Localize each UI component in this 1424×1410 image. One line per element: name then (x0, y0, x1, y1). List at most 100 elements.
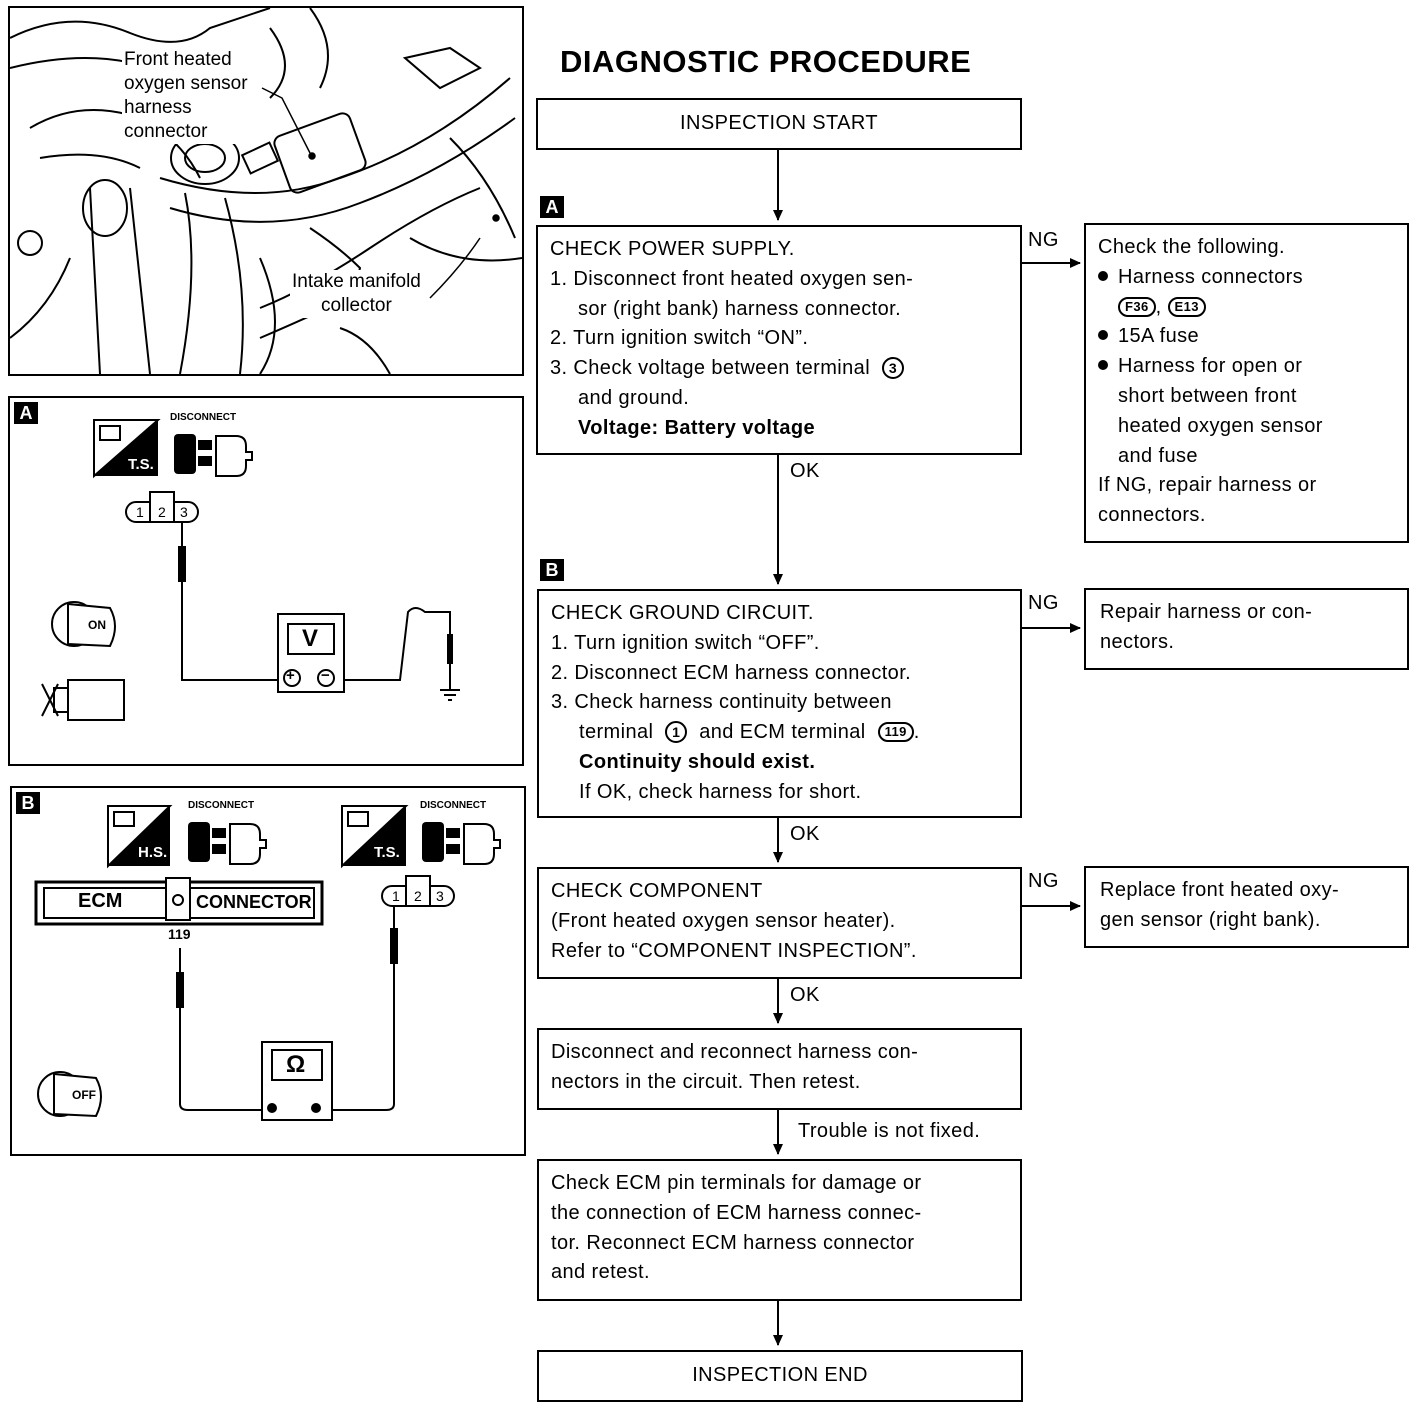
ecm-label: ECM (78, 890, 123, 912)
result-b-box: Repair harness or con- nectors. (1084, 588, 1409, 670)
step-text: and retest. (551, 1261, 650, 1284)
step-title: CHECK POWER SUPPLY. (550, 238, 795, 260)
key-on-label: ON (88, 618, 106, 632)
step-item: terminal 1 and ECM terminal 119. (551, 718, 1020, 748)
step-item: 2. Turn ignition switch “ON”. (550, 327, 809, 350)
result-item: 15A fuse (1098, 322, 1407, 352)
step-a-tag: A (540, 196, 564, 218)
voltmeter-label: V (302, 625, 319, 652)
hs-label: H.S. (138, 844, 168, 861)
sensor-callout: Front heated oxygen sensor harness conne… (122, 48, 250, 144)
disconnect-label: DISCONNECT (188, 800, 255, 811)
not-fixed-label: Trouble is not fixed. (798, 1120, 981, 1142)
result-a-box: Check the following. Harness connectors … (1084, 223, 1409, 543)
pin-3: 3 (436, 888, 444, 904)
step-item: 1. Turn ignition switch “OFF”. (551, 631, 820, 654)
result-item: Harness for open or (1098, 352, 1407, 382)
callout-line: collector (321, 295, 392, 316)
pin-1: 1 (392, 888, 400, 904)
panel-a-tag: A (14, 402, 38, 424)
result-text: Harness connectors (1118, 265, 1304, 288)
ts-label: T.S. (374, 844, 400, 861)
ok-label: OK (790, 823, 820, 845)
terminal-badge: 119 (877, 722, 914, 743)
page-title: DIAGNOSTIC PROCEDURE (560, 44, 972, 79)
ok-label: OK (790, 984, 820, 1006)
key-off-label: OFF (72, 1088, 96, 1102)
step-text: Check ECM pin terminals for damage or (551, 1172, 922, 1194)
result-text: Repair harness or con- (1100, 601, 1313, 623)
result-text: Replace front heated oxy- (1100, 879, 1340, 901)
step-spec: Voltage: Battery voltage (578, 416, 816, 439)
ts-label: T.S. (128, 456, 154, 473)
step-title: CHECK GROUND CIRCUIT. (551, 602, 814, 624)
step-item: 2. Disconnect ECM harness connector. (551, 661, 912, 684)
result-footer: If NG, repair harness or (1098, 474, 1317, 497)
separator: , (1155, 295, 1162, 318)
result-text: Harness for open or (1118, 355, 1303, 378)
bullet-icon (1098, 330, 1108, 341)
callout-line: oxygen sensor (124, 73, 248, 94)
step-spec: Continuity should exist. (579, 750, 816, 773)
manifold-callout: Intake manifold collector (290, 270, 423, 318)
ng-label: NG (1028, 870, 1059, 892)
step-text: 3. Check voltage between terminal (550, 357, 871, 380)
engine-illustration: Front heated oxygen sensor harness conne… (8, 6, 524, 376)
bullet-icon (1098, 360, 1108, 371)
step-item: sor (right bank) harness connector. (578, 297, 902, 320)
step-e-ecm-check: Check ECM pin terminals for damage or th… (537, 1159, 1022, 1301)
connector-badge: F36 (1118, 296, 1156, 317)
callout-line: Front heated (124, 49, 232, 70)
ecm-pin-label: 119 (168, 926, 191, 942)
ng-label: NG (1028, 592, 1059, 614)
minus-terminal: − (321, 667, 330, 684)
ok-label: OK (790, 460, 820, 482)
step-text: (Front heated oxygen sensor heater). (551, 909, 896, 932)
result-title: Check the following. (1098, 236, 1285, 258)
result-footer: connectors. (1098, 504, 1206, 527)
result-text: nectors. (1100, 630, 1175, 653)
step-c-component: CHECK COMPONENT (Front heated oxygen sen… (537, 867, 1022, 979)
step-item: 3. Check harness continuity between (551, 691, 892, 714)
callout-line: Intake manifold (292, 271, 421, 292)
step-title: CHECK COMPONENT (551, 880, 763, 902)
panel-a: A T.S. DISCONNECT (8, 396, 524, 766)
terminal-marker: 1 (665, 721, 688, 744)
step-text: the connection of ECM harness connec- (551, 1201, 922, 1224)
step-text: Disconnect and reconnect harness con- (551, 1041, 919, 1063)
callout-line: connector (124, 121, 208, 142)
result-item: Harness connectors (1098, 263, 1407, 293)
result-item: F36, E13 (1098, 293, 1407, 323)
inspection-end: INSPECTION END (537, 1350, 1023, 1402)
pin-2: 2 (158, 504, 166, 520)
step-b-ground-circuit: CHECK GROUND CIRCUIT. 1. Turn ignition s… (537, 589, 1022, 818)
step-b-tag: B (540, 559, 564, 581)
ng-label: NG (1028, 229, 1059, 251)
step-text: tor. Reconnect ECM harness connector (551, 1231, 915, 1254)
bullet-icon (1098, 270, 1108, 281)
step-d-reconnect: Disconnect and reconnect harness con- ne… (537, 1028, 1022, 1110)
disconnect-label: DISCONNECT (170, 412, 237, 423)
pin-3: 3 (180, 504, 188, 520)
inspection-start: INSPECTION START (536, 98, 1022, 150)
step-item: and ground. (578, 386, 690, 409)
result-text: gen sensor (right bank). (1100, 908, 1321, 931)
step-item: 3. Check voltage between terminal 3 (550, 354, 1020, 384)
connector-badge: E13 (1167, 296, 1206, 317)
result-text: and fuse (1118, 444, 1198, 467)
step-text: nectors in the circuit. Then retest. (551, 1070, 861, 1093)
panel-b-tag: B (16, 792, 40, 814)
panel-b: B (10, 786, 526, 1156)
panel-b-diagram (34, 805, 501, 1121)
step-text: terminal (579, 721, 654, 744)
callout-line: harness (124, 97, 192, 118)
result-text: short between front (1118, 384, 1297, 407)
terminal-marker: 3 (881, 357, 904, 380)
step-text: Refer to “COMPONENT INSPECTION”. (551, 939, 917, 962)
result-text: heated oxygen sensor (1118, 414, 1323, 437)
step-item: 1. Disconnect front heated oxygen sen- (550, 267, 914, 290)
connector-label: CONNECTOR (196, 892, 312, 912)
step-note: If OK, check harness for short. (579, 780, 862, 803)
result-c-box: Replace front heated oxy- gen sensor (ri… (1084, 866, 1409, 948)
